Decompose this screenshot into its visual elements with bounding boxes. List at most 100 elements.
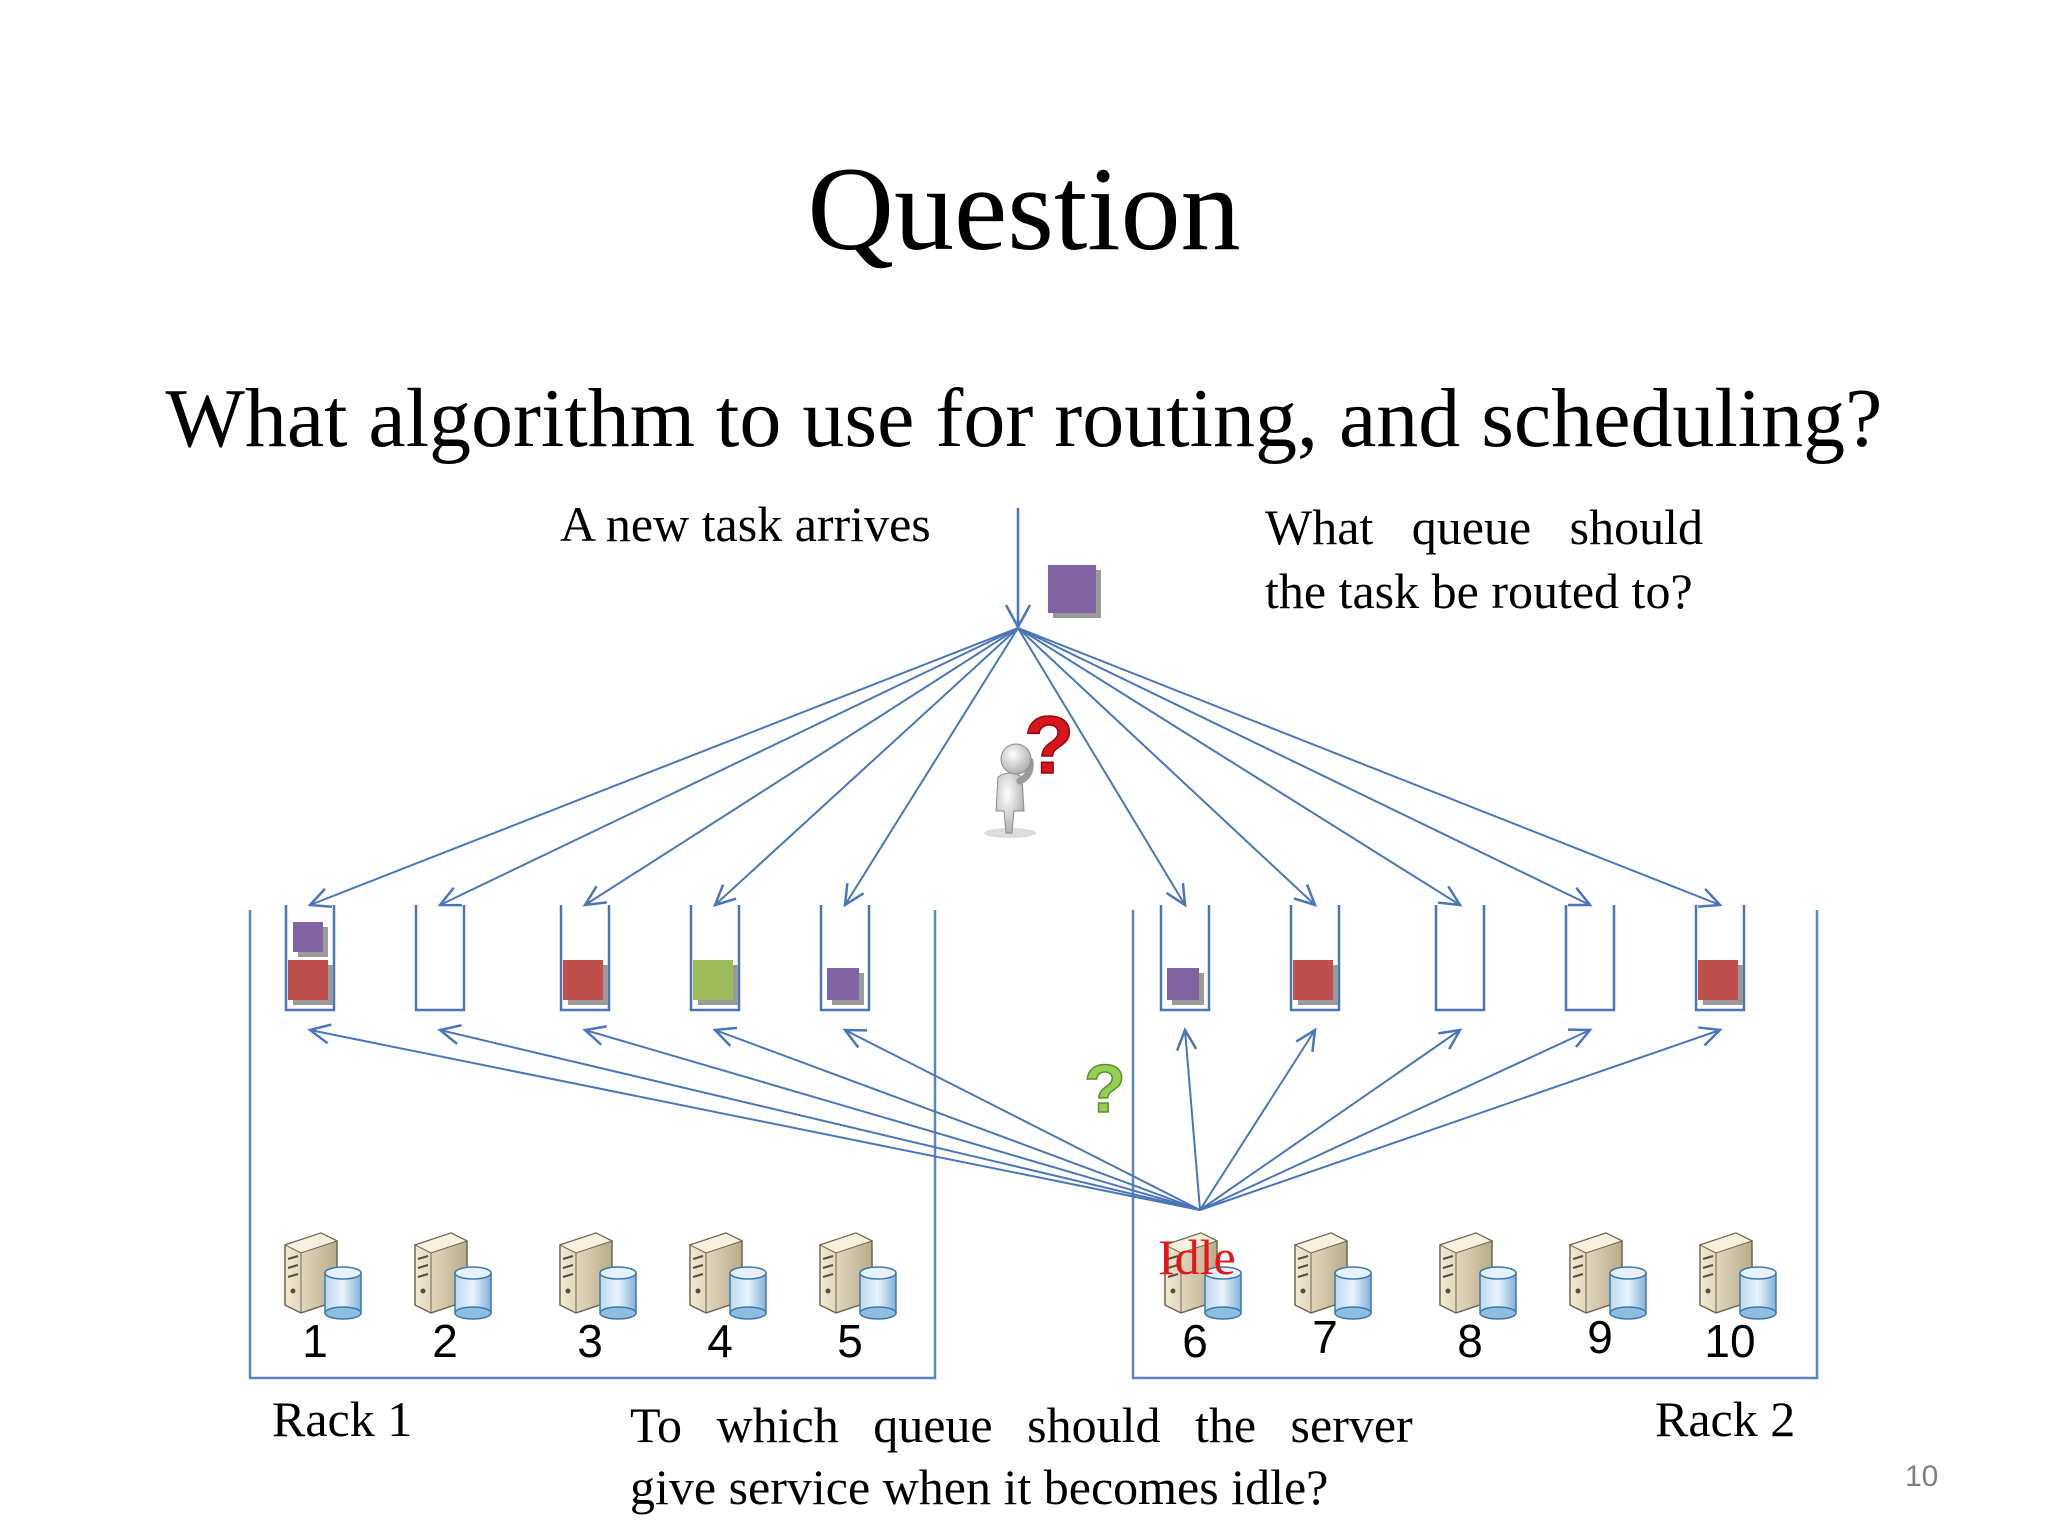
- server-number-10: 10: [1704, 1315, 1756, 1367]
- server-number-4: 4: [707, 1315, 733, 1367]
- queues: [284, 905, 1746, 1012]
- rack-2-label: Rack 2: [1655, 1391, 1796, 1447]
- routing-arrow-3: [584, 627, 1019, 906]
- server-database-icon: [558, 1232, 637, 1320]
- queue-3: [559, 905, 611, 1012]
- queue-7: [1289, 905, 1341, 1012]
- service-arrowhead-9: [1567, 1028, 1593, 1048]
- queue-outline: [559, 905, 611, 1012]
- rack-1-bracket: [248, 910, 937, 1380]
- server-number-6: 6: [1182, 1315, 1208, 1367]
- routing-arrow-2: [439, 627, 1019, 906]
- queue-1: [284, 905, 336, 1012]
- task-purple: [1048, 565, 1096, 613]
- routing-arrowhead-3: [582, 885, 607, 907]
- service-arrow-2: [439, 1029, 1201, 1211]
- service-arrow-4: [714, 1029, 1201, 1211]
- service-arrowhead-4: [712, 1026, 738, 1047]
- server-number-5: 5: [837, 1315, 863, 1367]
- slide-subtitle: What algorithm to use for routing, and s…: [165, 372, 1883, 465]
- queue-6: [1159, 905, 1211, 1012]
- queue-outline: [689, 905, 741, 1012]
- server-database-icon: [413, 1232, 492, 1320]
- queue-outline: [414, 905, 466, 1012]
- service-arrow-1: [309, 1029, 1201, 1211]
- route-question-line2: the task be routed to?: [1265, 563, 1693, 619]
- server-database-icon: [1293, 1232, 1372, 1320]
- arriving-task: [1048, 565, 1101, 618]
- incoming-arrow: [1004, 508, 1032, 630]
- idle-label: Idle: [1158, 1229, 1236, 1285]
- server-database-icon: [688, 1232, 767, 1320]
- service-arrowhead-5: [842, 1028, 868, 1049]
- queue-4: [689, 905, 741, 1012]
- page-number: 10: [1905, 1460, 1939, 1493]
- service-arrowhead-3: [582, 1025, 607, 1046]
- service-arrowhead-7: [1295, 1027, 1317, 1052]
- server-number-2: 2: [432, 1315, 458, 1367]
- queue-outline: [1434, 905, 1486, 1012]
- server-database-icon: [1568, 1232, 1647, 1320]
- person-question-icon: ?: [984, 699, 1075, 838]
- service-arrow-5: [844, 1029, 1201, 1211]
- routing-arrow-5: [844, 627, 1019, 906]
- routing-arrowhead-1: [307, 888, 333, 908]
- serve-question-line2: give service when it becomes idle?: [630, 1459, 1329, 1515]
- routing-arrowhead-7: [1293, 884, 1318, 907]
- queue-2: [414, 905, 466, 1012]
- routing-arrow-6: [1017, 627, 1186, 906]
- servers: [283, 1232, 1777, 1320]
- queue-outline: [284, 905, 336, 1012]
- task-red: [1293, 960, 1333, 1000]
- service-arrow-10: [1199, 1029, 1721, 1211]
- server-number-8: 8: [1457, 1315, 1483, 1367]
- server-database-icon: [1698, 1232, 1777, 1320]
- routing-arrow-1: [309, 627, 1019, 906]
- server-database-icon: [1163, 1232, 1242, 1320]
- service-arrow-7: [1199, 1029, 1316, 1211]
- routing-arrow-9: [1017, 627, 1591, 906]
- server-database-icon: [283, 1232, 362, 1320]
- routing-arrowhead-2: [437, 887, 463, 907]
- server-number-9: 9: [1587, 1311, 1613, 1363]
- routing-arrow-7: [1017, 627, 1316, 906]
- service-arrowhead-10: [1698, 1026, 1723, 1047]
- queue-8: [1434, 905, 1486, 1012]
- serve-question-line1: To which queue should the server: [630, 1397, 1413, 1453]
- rack-1-label: Rack 1: [272, 1391, 413, 1447]
- server-database-icon: [1438, 1232, 1517, 1320]
- routing-arrowhead-9: [1567, 886, 1593, 907]
- route-question-line1: What queue should: [1265, 499, 1704, 555]
- queue-outline: [1159, 905, 1211, 1012]
- server-number-3: 3: [577, 1315, 603, 1367]
- routing-arrowhead-8: [1437, 885, 1463, 907]
- queue-9: [1564, 905, 1616, 1012]
- service-arrowhead-8: [1438, 1028, 1463, 1050]
- queue-10: [1694, 905, 1746, 1012]
- task-red: [288, 960, 328, 1000]
- svg-text:?: ?: [1084, 1051, 1126, 1127]
- task-purple: [827, 968, 859, 1000]
- service-arrow-8: [1199, 1029, 1461, 1211]
- new-task-label: A new task arrives: [560, 496, 931, 552]
- task-red: [1698, 960, 1738, 1000]
- rack-2-bracket: [1131, 910, 1819, 1380]
- routing-arrow-8: [1017, 627, 1461, 906]
- svg-text:?: ?: [1024, 700, 1074, 791]
- service-arrowhead-1: [307, 1023, 332, 1045]
- routing-arrowhead-4: [712, 884, 737, 907]
- task-purple: [293, 922, 323, 952]
- service-arrowhead-6: [1175, 1027, 1198, 1051]
- task-green: [693, 960, 733, 1000]
- slide-title: Question: [807, 142, 1241, 275]
- task-red: [563, 960, 603, 1000]
- queue-outline: [819, 905, 871, 1012]
- service-arrow-9: [1199, 1029, 1591, 1211]
- server-number-7: 7: [1312, 1311, 1338, 1363]
- routing-arrow-10: [1017, 627, 1721, 906]
- service-arrow-3: [584, 1029, 1201, 1211]
- queue-5: [819, 905, 871, 1012]
- queue-outline: [1564, 905, 1616, 1012]
- service-arrow-6: [1184, 1029, 1201, 1211]
